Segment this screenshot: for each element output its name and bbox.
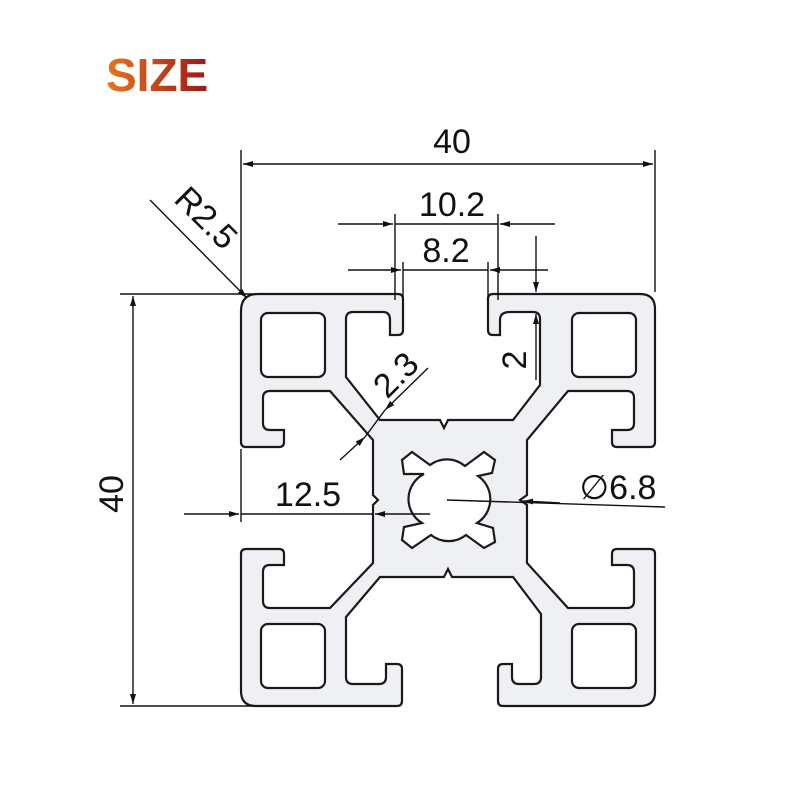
corner-cavity-bottom-left — [259, 622, 327, 690]
dim-slot-inner-width: 8.2 — [422, 232, 469, 270]
dim-overall-width: 40 — [433, 123, 471, 161]
dim-slot-lip-depth: 2 — [496, 351, 534, 370]
corner-cavity-top-right — [570, 311, 638, 379]
dim-slot-outer-width: 10.2 — [419, 186, 485, 224]
dim-overall-height: 40 — [93, 475, 131, 513]
dimension-lines — [120, 150, 666, 707]
corner-cavity-top-left — [259, 311, 327, 379]
page-title: SIZE — [106, 49, 208, 101]
corner-cavity-bottom-right — [570, 622, 638, 690]
dim-corner-radius: R2.5 — [167, 179, 245, 257]
dim-center-bore: ∅6.8 — [580, 469, 657, 507]
dim-slot-offset: 12.5 — [275, 476, 341, 514]
dim-wall-thickness: 2.3 — [366, 345, 426, 405]
